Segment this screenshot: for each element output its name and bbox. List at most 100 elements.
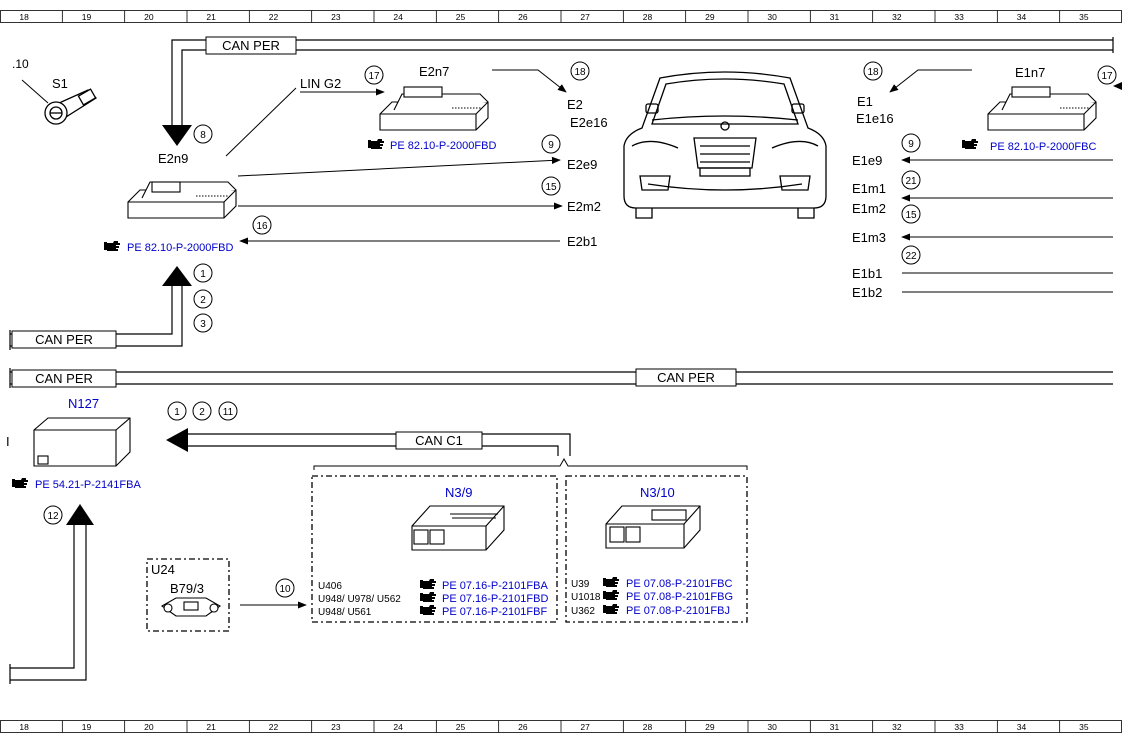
e1-label: E1 bbox=[857, 94, 873, 109]
ruler-column-label: 28 bbox=[643, 12, 653, 22]
ruler-column-label: 24 bbox=[393, 722, 403, 732]
n3-9-code-2: U948/ U978/ U562 bbox=[318, 594, 401, 605]
n3-9-box bbox=[311, 475, 558, 623]
control-unit-icon bbox=[33, 417, 131, 467]
control-unit-icon bbox=[379, 86, 489, 131]
e1e9-label: E1e9 bbox=[852, 153, 882, 168]
reference-link-n3-10-1[interactable]: PE 07.08-P-2101FBC bbox=[603, 577, 732, 590]
pointing-hand-icon bbox=[368, 139, 384, 149]
ruler-column-label: 31 bbox=[830, 12, 840, 22]
ruler-column-label: 35 bbox=[1079, 722, 1089, 732]
ruler-column-label: 20 bbox=[144, 12, 154, 22]
ignition-lock-icon bbox=[44, 88, 98, 125]
svg-text:17: 17 bbox=[1101, 71, 1113, 82]
ruler-column-label: 22 bbox=[269, 722, 279, 732]
svg-text:1: 1 bbox=[200, 269, 206, 280]
marker-22: 22 bbox=[901, 245, 921, 265]
marker-8: 8 bbox=[193, 124, 213, 144]
marker-15b: 15 bbox=[901, 204, 921, 224]
ruler-column-label: 33 bbox=[954, 12, 964, 22]
ruler-column-label: 24 bbox=[393, 12, 403, 22]
pointing-hand-icon bbox=[603, 604, 619, 614]
svg-text:PE 07.08-P-2101FBC: PE 07.08-P-2101FBC bbox=[626, 578, 732, 590]
marker-17a: 17 bbox=[364, 65, 384, 85]
ruler-column-label: 22 bbox=[269, 12, 279, 22]
svg-text:17: 17 bbox=[368, 71, 380, 82]
can-per-label-mid-left: CAN PER bbox=[35, 371, 93, 386]
can-per-bus-upper bbox=[162, 37, 1114, 146]
svg-text:1: 1 bbox=[174, 407, 180, 418]
car-front-icon bbox=[623, 71, 827, 219]
n3-10-code-3: U362 bbox=[571, 606, 595, 617]
ruler-column-label: 21 bbox=[206, 12, 216, 22]
control-unit-icon bbox=[411, 505, 505, 551]
svg-text:PE 82.10-P-2000FBD: PE 82.10-P-2000FBD bbox=[390, 140, 496, 152]
svg-text:15: 15 bbox=[545, 182, 557, 193]
reference-link-n127[interactable]: PE 54.21-P-2141FBA bbox=[12, 478, 141, 491]
pointing-hand-icon bbox=[420, 592, 436, 602]
marker-11: 11 bbox=[218, 401, 238, 421]
e1-arrow bbox=[889, 69, 972, 93]
can-per-box-left bbox=[11, 330, 117, 349]
reference-link-n3-9-2[interactable]: PE 07.16-P-2101FBD bbox=[420, 592, 548, 605]
pointing-hand-icon bbox=[603, 590, 619, 600]
e1m1-label: E1m1 bbox=[852, 181, 886, 196]
svg-text:16: 16 bbox=[256, 221, 268, 232]
s1-lead bbox=[21, 79, 49, 104]
reference-link-e1n7[interactable]: PE 82.10-P-2000FBC bbox=[962, 139, 1096, 153]
reference-link-e2n7[interactable]: PE 82.10-P-2000FBD bbox=[368, 139, 496, 152]
lin-g2-line bbox=[225, 87, 297, 157]
control-unit-icon bbox=[605, 505, 701, 549]
reference-link-e2n9[interactable]: PE 82.10-P-2000FBD bbox=[104, 241, 233, 254]
s1-label: S1 bbox=[52, 76, 68, 91]
e2m2-label: E2m2 bbox=[567, 199, 601, 214]
pointing-hand-icon bbox=[104, 241, 120, 251]
e2n7-label: E2n7 bbox=[419, 64, 449, 79]
b79-3-label: B79/3 bbox=[170, 581, 204, 596]
svg-text:PE 54.21-P-2141FBA: PE 54.21-P-2141FBA bbox=[35, 479, 141, 491]
e1b1-label: E1b1 bbox=[852, 266, 882, 281]
ruler-column-label: 26 bbox=[518, 12, 528, 22]
e2-label: E2 bbox=[567, 97, 583, 112]
reference-link-n3-10-2[interactable]: PE 07.08-P-2101FBG bbox=[603, 590, 733, 603]
e2e9-arrow bbox=[237, 156, 561, 177]
left-stub: I bbox=[6, 434, 10, 449]
e1m3-label: E1m3 bbox=[852, 230, 886, 245]
svg-text:PE 07.16-P-2101FBF: PE 07.16-P-2101FBF bbox=[442, 606, 547, 618]
ruler-column-label: 35 bbox=[1079, 12, 1089, 22]
e2e9-label: E2e9 bbox=[567, 157, 597, 172]
e1b2-label: E1b2 bbox=[852, 285, 882, 300]
can-per-label-top: CAN PER bbox=[222, 38, 280, 53]
ruler-column-label: 31 bbox=[830, 722, 840, 732]
e2-arrow bbox=[492, 69, 567, 93]
ruler-column-label: 25 bbox=[456, 12, 466, 22]
reference-link-n3-10-3[interactable]: PE 07.08-P-2101FBJ bbox=[603, 604, 730, 617]
ruler-column-label: 30 bbox=[767, 12, 777, 22]
ruler-column-label: 33 bbox=[954, 722, 964, 732]
ruler-column-label: 27 bbox=[580, 722, 590, 732]
ruler-column-label: 18 bbox=[19, 12, 29, 22]
marker-3: 3 bbox=[193, 313, 213, 333]
e1n7-lin-arrow bbox=[1113, 82, 1122, 90]
reference-link-n3-9-3[interactable]: PE 07.16-P-2101FBF bbox=[420, 605, 547, 618]
e2e16-label: E2e16 bbox=[570, 115, 608, 130]
ruler-column-label: 28 bbox=[643, 722, 653, 732]
ruler-column-label: 20 bbox=[144, 722, 154, 732]
svg-text:PE 82.10-P-2000FBD: PE 82.10-P-2000FBD bbox=[127, 242, 233, 254]
svg-text:9: 9 bbox=[908, 139, 914, 150]
ruler-column-label: 23 bbox=[331, 722, 341, 732]
n3-10-label: N3/10 bbox=[640, 485, 675, 500]
svg-text:PE 07.08-P-2101FBJ: PE 07.08-P-2101FBJ bbox=[626, 605, 730, 617]
reference-link-n3-9-1[interactable]: PE 07.16-P-2101FBA bbox=[420, 579, 548, 592]
ruler-column-label: 26 bbox=[518, 722, 528, 732]
ruler-column-label: 27 bbox=[580, 12, 590, 22]
marker-17b: 17 bbox=[1097, 65, 1117, 85]
svg-text:15: 15 bbox=[905, 210, 917, 221]
can-c1-box bbox=[395, 431, 483, 450]
svg-text:PE 07.16-P-2101FBD: PE 07.16-P-2101FBD bbox=[442, 593, 548, 605]
marker-18b: 18 bbox=[863, 61, 883, 81]
ruler-column-label: 21 bbox=[206, 722, 216, 732]
marker-1b: 1 bbox=[167, 401, 187, 421]
pointing-hand-icon bbox=[12, 478, 28, 488]
n3-9-label: N3/9 bbox=[445, 485, 472, 500]
